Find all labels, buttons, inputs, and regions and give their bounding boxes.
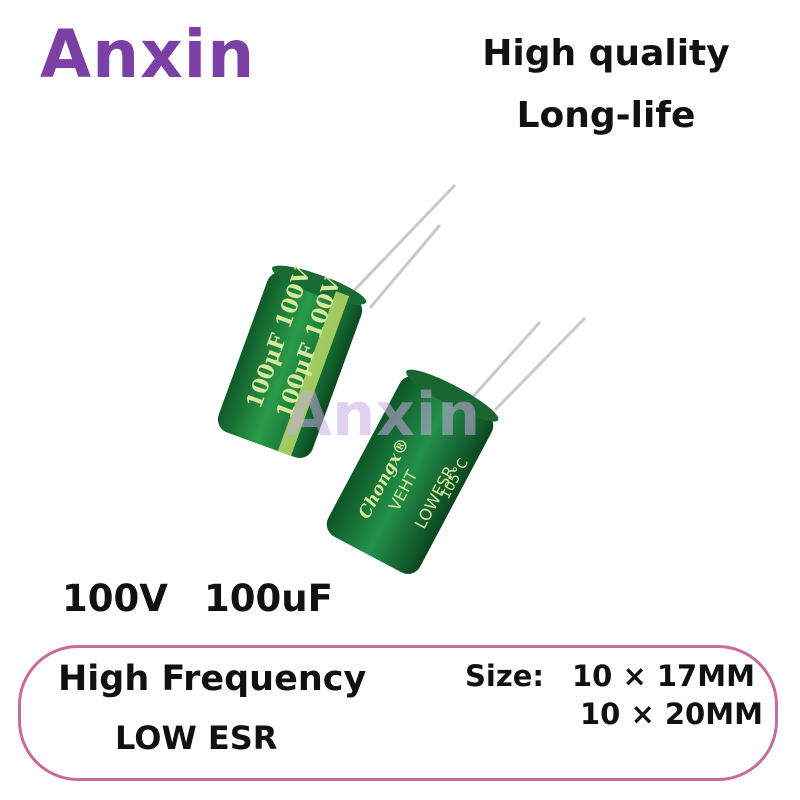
lead-wire [343, 183, 457, 302]
watermark: Anxin [285, 380, 482, 450]
capacitor-left: 100μF 100V 100μF 100V [217, 183, 457, 459]
capacitor-body [326, 376, 494, 574]
brand-logo: Anxin [40, 16, 256, 93]
tagline-life: Long-life [516, 95, 696, 136]
tagline-quality: High quality [482, 33, 730, 74]
feature-low-esr: LOW ESR [115, 719, 278, 757]
feature-high-frequency: High Frequency [58, 659, 367, 699]
spec-capacitance: 100uF [204, 577, 333, 620]
size-option-17mm: 10 × 17MM [572, 659, 755, 693]
capacitor-right: Chongx® VEHT LOWESR 105°C [326, 316, 587, 574]
lead-wire [468, 320, 542, 402]
feature-frame [18, 645, 778, 781]
capacitor-body [217, 271, 363, 459]
polarity-stripe [277, 291, 350, 456]
lead-wire [368, 224, 442, 309]
size-label: Size: [465, 659, 544, 693]
size-option-20mm: 10 × 20MM [580, 697, 763, 731]
lead-wire [493, 316, 587, 412]
spec-voltage: 100V [62, 577, 168, 620]
